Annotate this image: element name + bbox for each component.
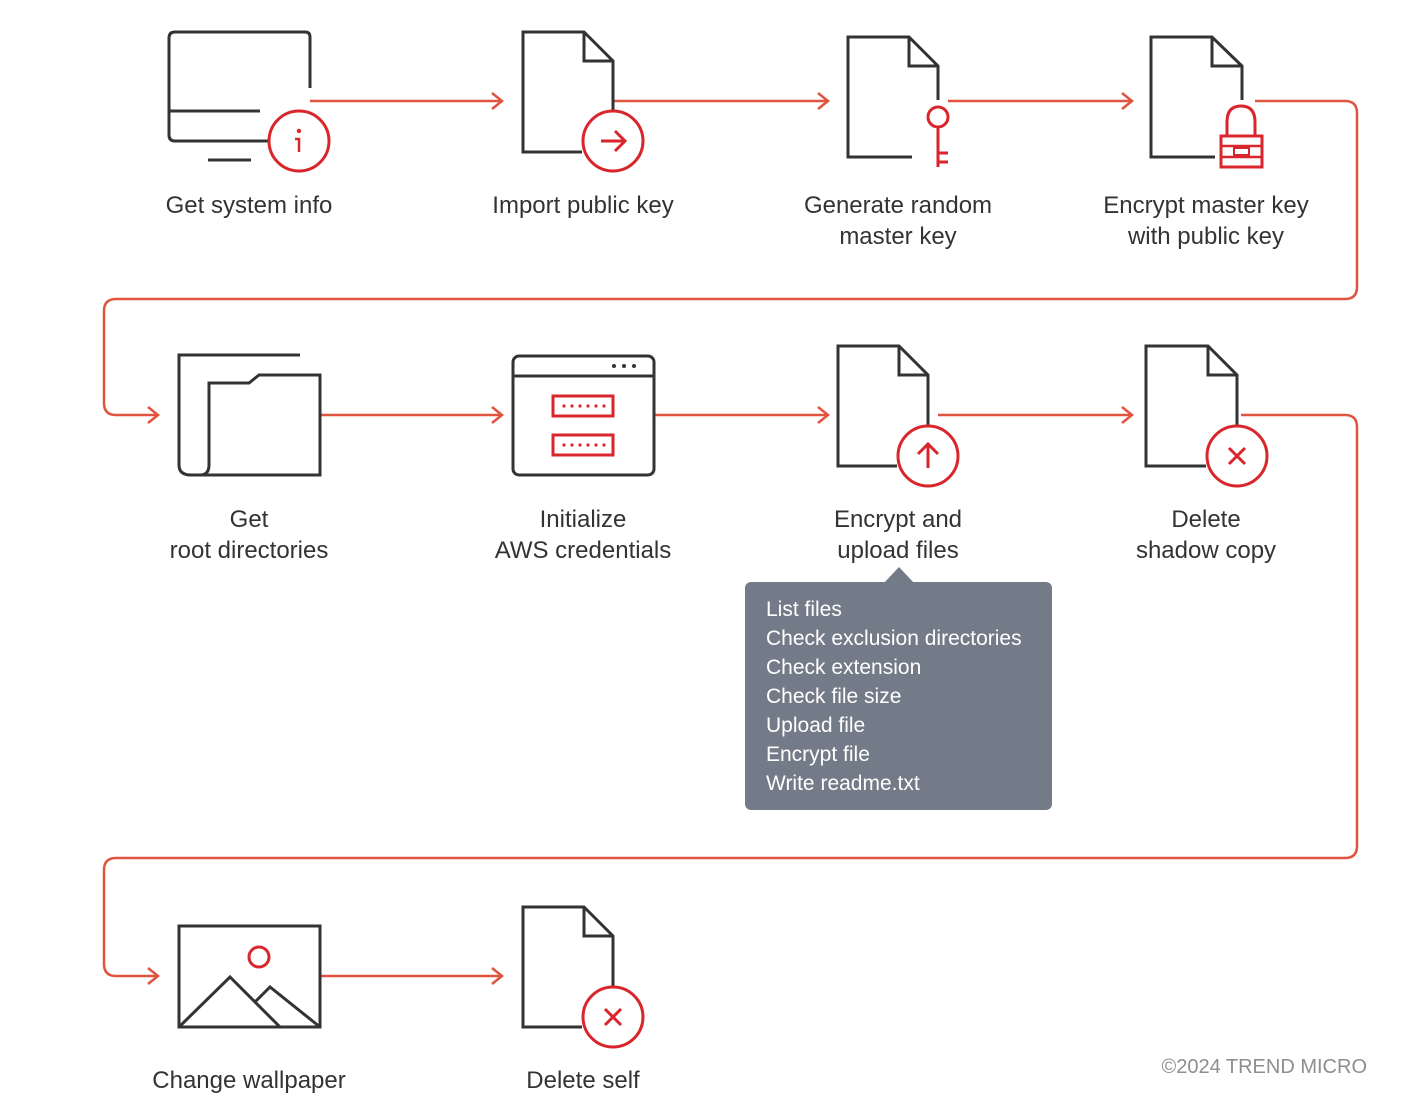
step-label-generate-master-key: Generate random master key bbox=[803, 192, 993, 250]
callout-item: Upload file bbox=[766, 714, 866, 737]
document-arrow-icon bbox=[521, 30, 645, 173]
document-delete-icon bbox=[1144, 344, 1269, 488]
image-icon bbox=[177, 924, 322, 1029]
folder-icon bbox=[177, 353, 322, 477]
callout-item: Check exclusion directories bbox=[766, 627, 1022, 650]
step-label-delete-self: Delete self bbox=[526, 1067, 640, 1094]
step-label-initialize-aws: Initialize AWS credentials bbox=[494, 506, 672, 564]
step-label-delete-shadow-copy: Delete shadow copy bbox=[1135, 506, 1277, 564]
step-label-change-wallpaper: Change wallpaper bbox=[152, 1067, 346, 1094]
document-key-icon bbox=[846, 35, 950, 167]
connector-row1-row2 bbox=[102, 99, 1359, 424]
step-label-encrypt-master-key: Encrypt master key with public key bbox=[1103, 192, 1309, 250]
step-label-get-system-info: Get system info bbox=[165, 192, 333, 219]
document-delete-self-icon bbox=[521, 905, 645, 1049]
computer-info-icon bbox=[167, 30, 331, 173]
callout-item: List files bbox=[766, 598, 842, 621]
connector-row2-row3 bbox=[102, 413, 1359, 985]
copyright-text: ©2024 TREND MICRO bbox=[1161, 1056, 1367, 1078]
callout-item: Check extension bbox=[766, 656, 922, 679]
callout-pointer bbox=[884, 567, 914, 583]
callout-item: Check file size bbox=[766, 685, 902, 708]
callout-item: Write readme.txt bbox=[766, 772, 920, 795]
credentials-window-icon bbox=[511, 354, 656, 477]
step-label-import-public-key: Import public key bbox=[492, 192, 674, 219]
step-label-encrypt-upload: Encrypt and upload files bbox=[833, 506, 963, 564]
callout-item: Encrypt file bbox=[766, 743, 870, 766]
callout-box: List files Check exclusion directories C… bbox=[745, 582, 1052, 810]
step-label-get-root-directories: Get root directories bbox=[169, 506, 329, 564]
callout-list: List files Check exclusion directories C… bbox=[766, 595, 1052, 798]
document-lock-icon bbox=[1149, 35, 1264, 169]
document-upload-icon bbox=[836, 344, 960, 488]
